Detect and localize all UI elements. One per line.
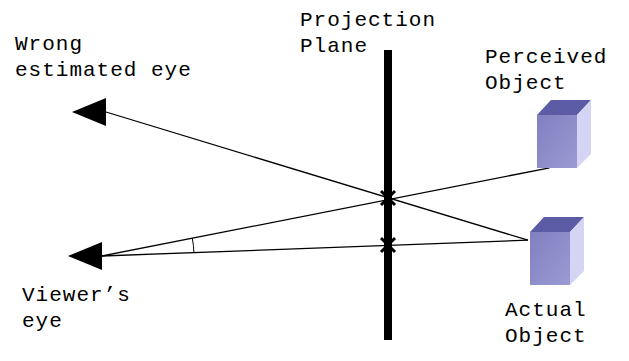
cube-front — [537, 115, 577, 168]
eye-triangle — [68, 242, 102, 270]
sight-line — [106, 112, 528, 240]
cube-front — [530, 232, 570, 285]
angle-arc — [192, 238, 194, 252]
eye-triangle — [72, 98, 106, 126]
eye-symbol: Wrong estimated eye — [72, 98, 106, 126]
sight-line — [102, 168, 550, 256]
node-label: Actual Object — [505, 298, 625, 350]
eye-triangle — [72, 98, 106, 126]
node-label: Viewer’s eye — [22, 283, 162, 335]
object-cube: Actual Object — [528, 215, 586, 287]
intersection-mark — [381, 238, 395, 252]
node-label: Wrong estimated eye — [15, 32, 215, 84]
cube-shape — [528, 215, 586, 287]
object-cube: Perceived Object — [535, 98, 593, 170]
eye-symbol: Viewer’s eye — [68, 242, 102, 270]
sight-line — [102, 240, 528, 256]
cube-shape — [535, 98, 593, 170]
eye-triangle — [68, 242, 102, 270]
intersection-mark — [381, 191, 395, 205]
plane-label: Projection Plane — [300, 8, 470, 60]
cube-side — [570, 217, 584, 285]
cube-side — [577, 100, 591, 168]
node-label: Perceived Object — [485, 45, 625, 97]
